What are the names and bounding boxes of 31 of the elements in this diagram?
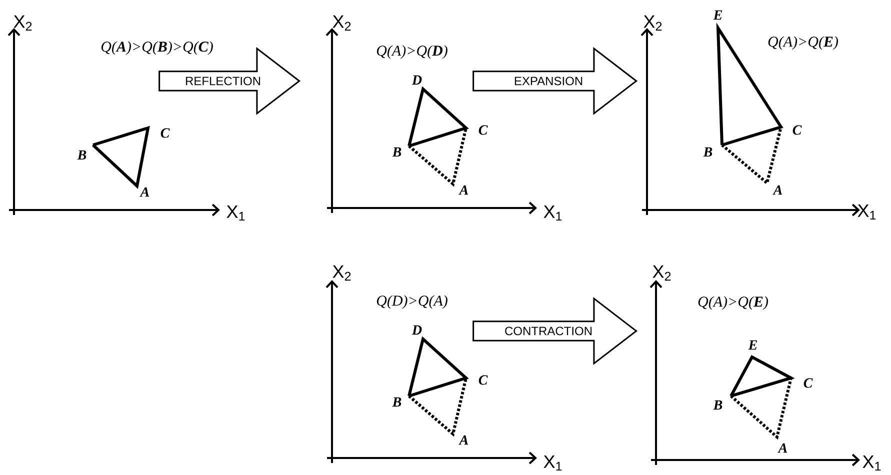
axis-label: X$_{2}$ (332, 15, 351, 31)
vertex-label: A (772, 185, 782, 195)
vertex-label: B (703, 147, 712, 157)
vertex-label: A (458, 435, 468, 445)
vertex-label: B (713, 400, 722, 410)
vertex-label: C (160, 128, 170, 138)
vertex-label: C (792, 125, 802, 135)
axis-label: X$_{2}$ (644, 15, 662, 31)
axis-label: X$_{1}$ (544, 205, 562, 221)
vertex-label: B (392, 397, 402, 407)
axis-label: X$_{2}$ (14, 15, 32, 31)
inequality-label: Q(A)>Q(E) (698, 296, 768, 310)
axis-label: X$_{1}$ (858, 204, 876, 220)
vertex-label: C (804, 378, 813, 388)
inequality-label: Q(A)>Q(E) (768, 36, 838, 50)
axis-label: X$_{1}$ (544, 455, 562, 471)
vertex-label: A (140, 187, 150, 197)
vertex-label: A (458, 185, 468, 195)
axis-label: X$_{1}$ (226, 205, 245, 221)
vertex-label: B (392, 147, 402, 157)
vertex-label: A (778, 443, 788, 453)
axis-label: X$_{1}$ (862, 455, 881, 471)
vertex-label: D (412, 75, 422, 85)
inequality-label: Q(D)>Q(A) (376, 295, 448, 309)
axis-label: X$_{2}$ (332, 265, 351, 281)
axis-label: X$_{2}$ (652, 265, 671, 281)
vertex-label: D (412, 325, 422, 335)
vertex-label: B (77, 150, 86, 160)
vertex-label: E (713, 10, 722, 20)
inequality-label: Q(A)>Q(D) (376, 45, 448, 59)
vertex-label: E (748, 340, 758, 350)
